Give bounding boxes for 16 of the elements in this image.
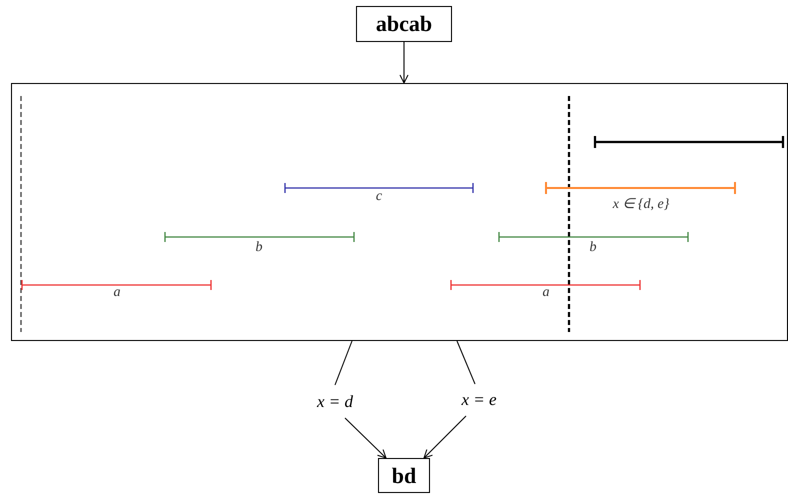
interval-panel: [11, 83, 788, 341]
label-box: abcab: [356, 6, 452, 42]
arrow: [424, 416, 466, 458]
arrow: [344, 418, 386, 458]
label-box: bd: [378, 458, 430, 493]
interval-label: a: [114, 285, 120, 301]
condition-text: x = d: [296, 388, 374, 416]
interval-label: x ∈ {d, e}: [612, 196, 670, 213]
interval-label: b: [590, 240, 596, 256]
interval-label: c: [376, 189, 382, 205]
condition-text: x = e: [440, 386, 518, 414]
connector-line: [334, 340, 352, 386]
connector-line: [456, 340, 476, 384]
interval-label: b: [256, 240, 262, 256]
arrow: [400, 42, 408, 84]
interval-label: a: [542, 285, 550, 301]
